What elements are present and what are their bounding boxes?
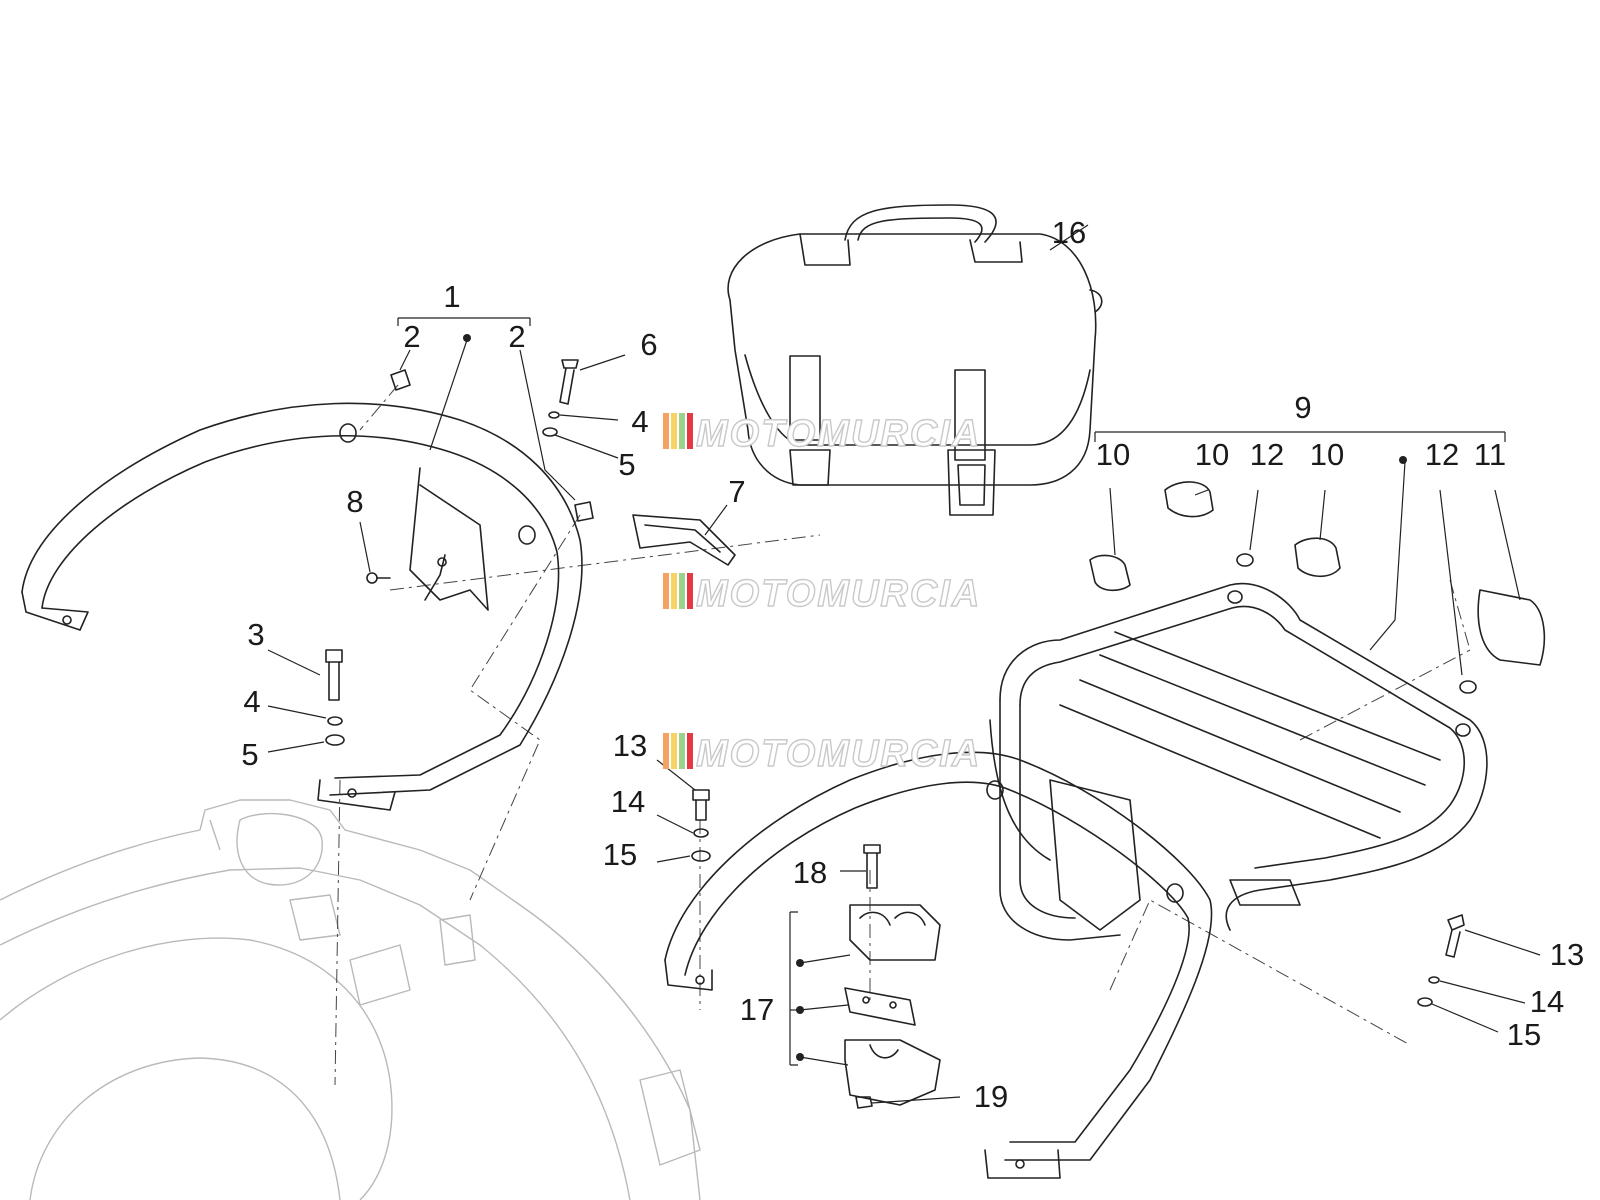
watermark-text: MOTOMURCIA — [696, 733, 981, 775]
callout-10-middle: 10 — [1195, 437, 1229, 472]
wm-stripe — [671, 733, 677, 769]
callout-9: 9 — [1294, 390, 1311, 425]
callout-5-left: 5 — [241, 737, 258, 772]
wm-stripe — [679, 573, 685, 609]
callout-13-right: 13 — [1550, 937, 1584, 972]
washer-4-top — [548, 411, 560, 419]
wm-stripe — [687, 413, 693, 449]
sleeve-10-right — [1294, 537, 1341, 578]
wm-stripe — [663, 413, 669, 449]
callout-11: 11 — [1474, 437, 1506, 472]
bolt-3 — [325, 649, 343, 701]
callout-14-right: 14 — [1530, 984, 1564, 1019]
rubber-cap-right — [574, 501, 594, 522]
washer-4-left — [327, 716, 343, 726]
washer-5-top — [542, 427, 558, 437]
washer-14-left — [693, 828, 709, 838]
callout-12-left: 12 — [1250, 437, 1284, 472]
clamp-plate — [844, 987, 916, 1026]
washer-5-left — [325, 734, 345, 746]
callout-1: 1 — [443, 279, 460, 314]
callout-7: 7 — [728, 474, 745, 509]
washer-15-left — [691, 850, 711, 862]
callout-2-right: 2 — [508, 319, 525, 354]
callout-5-top: 5 — [618, 447, 635, 482]
callout-4-left: 4 — [243, 684, 260, 719]
bullet-dots — [463, 334, 1407, 1061]
watermark-middle: MOTOMURCIA — [663, 572, 981, 616]
screw-8 — [366, 572, 391, 584]
watermark-top: MOTOMURCIA — [663, 412, 981, 456]
clamp-upper — [849, 904, 941, 961]
clamp-lower — [844, 1039, 941, 1106]
rear-luggage-rack — [989, 582, 1488, 941]
washer-15-right — [1417, 997, 1433, 1007]
callout-8: 8 — [346, 484, 363, 519]
callout-15-left: 15 — [603, 837, 637, 872]
wm-stripe — [671, 573, 677, 609]
sleeve-10-middle — [1164, 481, 1214, 518]
callout-4-top: 4 — [631, 404, 648, 439]
wm-stripe — [671, 413, 677, 449]
watermark-text: MOTOMURCIA — [696, 573, 981, 615]
callout-17: 17 — [740, 992, 774, 1027]
callout-13-left: 13 — [613, 728, 647, 763]
rack-support-frame — [664, 751, 1213, 1179]
bolt-6 — [559, 359, 579, 405]
wm-stripe — [663, 733, 669, 769]
bolt-13-left — [692, 789, 710, 821]
callout-3: 3 — [247, 617, 264, 652]
scooter-body-ghost — [0, 799, 701, 1200]
callout-19: 19 — [974, 1079, 1008, 1114]
plug-12-left — [1236, 553, 1254, 567]
watermark-text: MOTOMURCIA — [696, 413, 981, 455]
wm-stripe — [687, 733, 693, 769]
clip-7 — [632, 514, 736, 566]
leader-lines — [267, 224, 1541, 1104]
callout-2-left: 2 — [403, 319, 420, 354]
plug-12-right — [1459, 680, 1477, 694]
washer-14-right — [1428, 976, 1440, 984]
sleeve-10-left — [1089, 554, 1131, 592]
rear-grab-handle — [21, 402, 583, 811]
watermark-bottom: MOTOMURCIA — [663, 732, 981, 776]
nut-19 — [855, 1096, 873, 1109]
callout-18: 18 — [793, 855, 827, 890]
wm-stripe — [687, 573, 693, 609]
wm-stripe — [679, 413, 685, 449]
bolt-18 — [863, 844, 881, 889]
end-cover-11 — [1477, 589, 1546, 666]
wm-stripe — [663, 573, 669, 609]
callout-10-left: 10 — [1096, 437, 1130, 472]
callout-labels: 1 2 2 3 4 4 5 5 6 7 8 9 10 10 10 11 12 1… — [241, 215, 1584, 1114]
rubber-cap-left — [390, 369, 411, 391]
callout-14-left: 14 — [611, 784, 645, 819]
callout-10-right: 10 — [1310, 437, 1344, 472]
callout-6: 6 — [640, 327, 657, 362]
wm-stripe — [679, 733, 685, 769]
saddle-bag — [727, 204, 1103, 516]
callout-16: 16 — [1052, 215, 1086, 250]
bolt-13-right — [1445, 914, 1465, 958]
callout-12-right: 12 — [1425, 437, 1459, 472]
callout-15-right: 15 — [1507, 1017, 1541, 1052]
